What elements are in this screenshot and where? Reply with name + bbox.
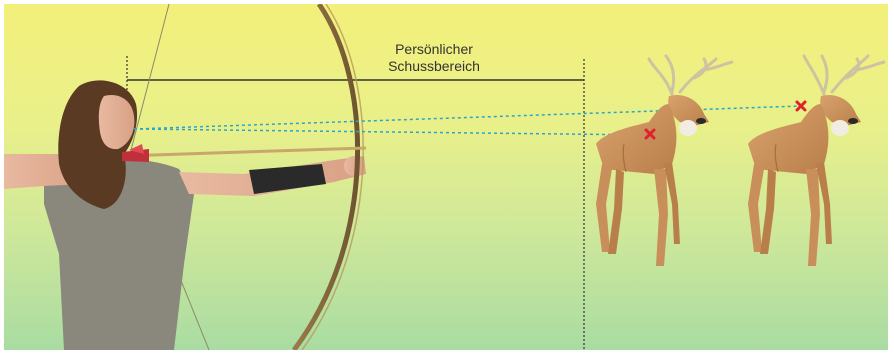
hit-marker-far (797, 102, 805, 110)
diagram-scene: Persönlicher Schussbereich (4, 4, 888, 350)
deer-target-far (748, 56, 884, 266)
deer-target-near (596, 56, 732, 266)
arrow (122, 144, 366, 162)
archer-figure (4, 80, 366, 350)
range-label-line1: Persönlicher (304, 41, 564, 58)
sight-line-near (134, 129, 650, 135)
range-label-line2: Schussbereich (304, 58, 564, 75)
